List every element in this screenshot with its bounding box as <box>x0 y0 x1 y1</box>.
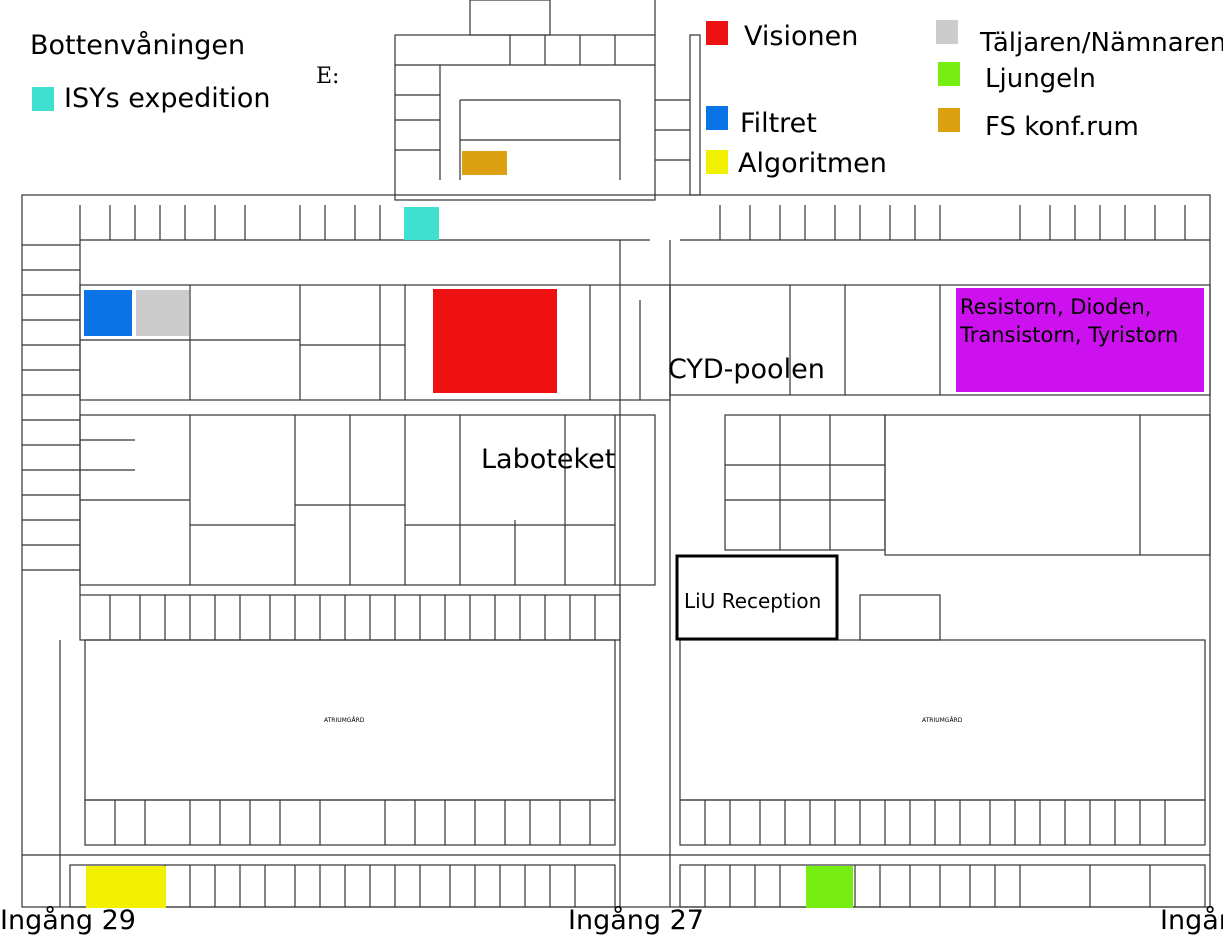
legend-label-filtret: Filtret <box>740 108 817 139</box>
north-wing <box>394 34 656 201</box>
legend-swatch-ljungeln <box>938 62 960 86</box>
legend-label-fs: FS konf.rum <box>985 112 1139 142</box>
legend-swatch-fs <box>938 108 960 132</box>
legend-swatch-algoritmen <box>706 150 728 174</box>
area-label-cyd-poolen: CYD-poolen <box>668 354 825 385</box>
room-fs-konf <box>462 151 507 175</box>
legend-swatch-isy <box>32 87 54 111</box>
legend-label-ljungeln: Ljungeln <box>985 64 1096 94</box>
courtyard-label-right: ATRIUMGÅRD <box>922 717 963 724</box>
area-label-laboteket: Laboteket <box>481 444 616 475</box>
room-isy-expedition <box>404 207 439 240</box>
entrance-label-29: Ingång 29 <box>0 905 136 936</box>
entrance-label-27: Ingång 27 <box>568 905 704 936</box>
entrance-label-partial: Ingång <box>1160 905 1223 936</box>
room-taljaren <box>136 290 189 336</box>
legend-label-visionen: Visionen <box>744 21 859 52</box>
legend-swatch-filtret <box>706 106 728 130</box>
west-column <box>22 240 81 595</box>
lab-block-right <box>724 414 1211 556</box>
room-ljungeln <box>806 866 853 908</box>
room-reception <box>675 554 839 641</box>
room-visionen <box>433 289 557 393</box>
compass-label: E: <box>316 64 340 89</box>
upper-office-row <box>79 205 1210 241</box>
room-algoritmen <box>86 866 166 908</box>
north-corridor <box>469 0 551 36</box>
courtyard-label-left: ATRIUMGÅRD <box>324 717 365 724</box>
lab-block-left <box>79 414 656 586</box>
north-wing-rooms <box>395 34 701 196</box>
south-office-rows <box>22 799 1210 908</box>
map-title: Bottenvåningen <box>30 30 246 61</box>
room-resistorn <box>956 288 1204 392</box>
area-label-resistorn-line1: Resistorn, Dioden, <box>960 295 1152 319</box>
legend-swatch-visionen <box>706 21 728 45</box>
legend-label-isy: ISYs expedition <box>64 83 271 114</box>
area-label-reception: LiU Reception <box>684 589 822 613</box>
area-label-resistorn-line2: Transistorn, Tyristorn <box>960 323 1179 347</box>
room-filtret <box>84 290 132 336</box>
legend-swatch-taljaren <box>936 20 958 44</box>
legend-label-taljaren: Täljaren/Nämnaren <box>980 28 1223 58</box>
legend-label-algoritmen: Algoritmen <box>738 148 887 179</box>
